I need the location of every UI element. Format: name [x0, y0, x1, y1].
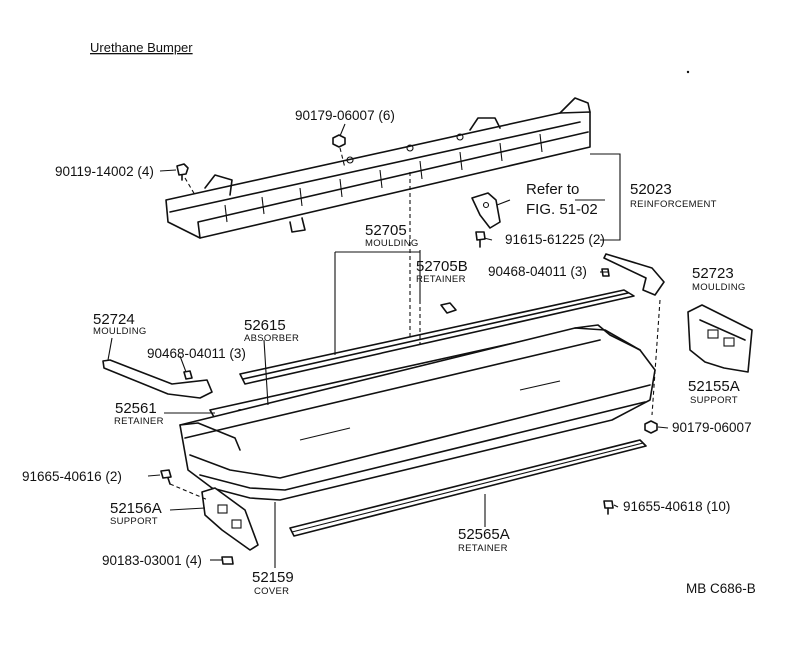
- callout-52705b-number: 52705B: [416, 258, 468, 275]
- callout-52155a-number: 52155A: [688, 378, 740, 395]
- callout-90179-06007: 90179-06007: [672, 420, 752, 435]
- callout-52705-name: MOULDING: [365, 238, 419, 249]
- callout-52561-number: 52561: [115, 400, 157, 417]
- moulding-52724-part: [102, 359, 213, 399]
- callout-52615-number: 52615: [244, 317, 286, 334]
- bolt-left-top: [176, 163, 189, 181]
- callout-52723-number: 52723: [692, 265, 734, 282]
- moulding-52723-part: [603, 253, 665, 296]
- retainer-52705b-part: [440, 302, 457, 314]
- nut-top: [332, 134, 346, 148]
- retainer-52565a-part: [289, 439, 647, 537]
- nut-right: [644, 420, 658, 434]
- leader-lines: [107, 123, 669, 568]
- callout-90183-03001: 90183-03001 (4): [102, 553, 202, 568]
- callout-52155a-name: SUPPORT: [690, 395, 738, 406]
- support-52156a-part: [201, 487, 259, 551]
- clip-90468-left: [183, 370, 193, 380]
- callout-91655-40618: 91655-40618 (10): [623, 499, 730, 514]
- callout-52159-name: COVER: [254, 586, 289, 597]
- callout-52023-name: REINFORCEMENT: [630, 199, 717, 210]
- reference-line-2: FIG. 51-02: [526, 201, 598, 218]
- bolt-91615: [475, 231, 486, 248]
- reference-line-1: Refer to: [526, 181, 579, 198]
- callout-90119-14002: 90119-14002 (4): [55, 164, 154, 179]
- callout-52156a-number: 52156A: [110, 500, 162, 517]
- drawing-code: MB C686-B: [686, 581, 756, 596]
- moulding-52705-part: [239, 289, 635, 385]
- callout-52159-number: 52159: [252, 569, 294, 586]
- reinforcement-part: [165, 97, 591, 239]
- callout-52565a-number: 52565A: [458, 526, 510, 543]
- callout-52724-number: 52724: [93, 311, 135, 328]
- callout-52723-name: MOULDING: [692, 282, 746, 293]
- callout-90468-04011-left: 90468-04011 (3): [147, 346, 246, 361]
- bolt-91665: [160, 469, 172, 485]
- callout-90179-06007-6: 90179-06007 (6): [295, 108, 395, 123]
- callout-52023-number: 52023: [630, 181, 672, 198]
- speck: [686, 70, 690, 74]
- reference-bracket: [471, 192, 501, 229]
- diagram-title: Urethane Bumper: [90, 40, 193, 55]
- callout-52565a-name: RETAINER: [458, 543, 508, 554]
- callout-52705b-name: RETAINER: [416, 274, 466, 285]
- callout-90468-04011-right: 90468-04011 (3): [488, 264, 587, 279]
- bumper-cover-part: [179, 324, 656, 501]
- callout-52615-name: ABSORBER: [244, 333, 299, 344]
- callout-52561-name: RETAINER: [114, 416, 164, 427]
- callout-52724-name: MOULDING: [93, 326, 147, 337]
- support-52155a-part: [687, 304, 753, 373]
- callout-52156a-name: SUPPORT: [110, 516, 158, 527]
- callout-91615-61225: 91615-61225 (2): [505, 232, 605, 247]
- callout-52705-number: 52705: [365, 222, 407, 239]
- callout-91665-40616: 91665-40616 (2): [22, 469, 122, 484]
- bolt-91655: [603, 500, 614, 515]
- clip-90183: [221, 556, 234, 565]
